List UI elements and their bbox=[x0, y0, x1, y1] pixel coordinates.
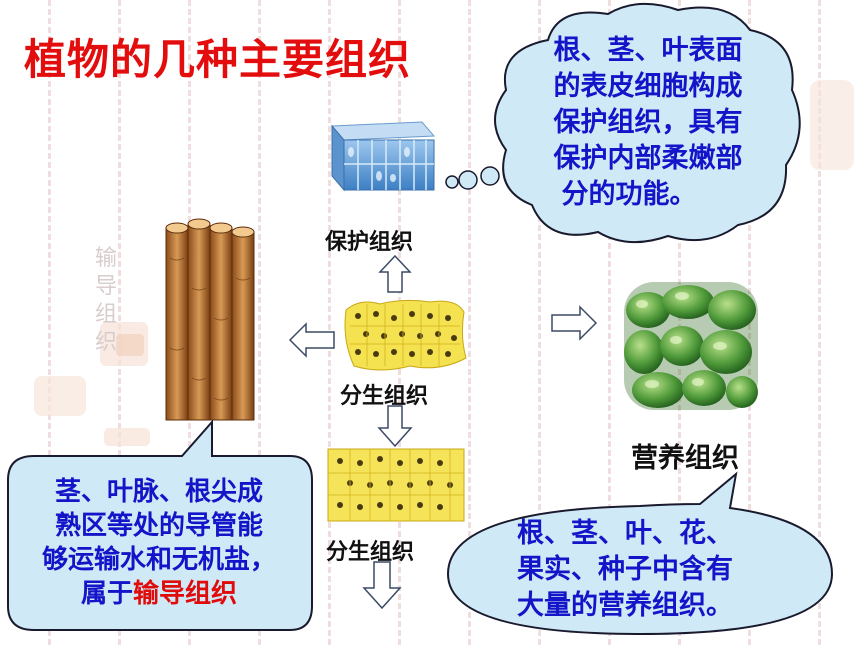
bubble-line: 大量的营养组织。 bbox=[517, 590, 733, 621]
faint-char: 组 bbox=[94, 302, 117, 327]
thought-dots-icon bbox=[445, 166, 500, 190]
arrow-down-icon bbox=[362, 561, 402, 610]
paper-line bbox=[818, 0, 821, 645]
protective-info-bubble: 根、茎、叶表面 的表皮细胞构成 保护组织，具有 保护内部柔嫩部 分的功能。 bbox=[488, 0, 808, 245]
meristem-tissue-image-bottom bbox=[327, 448, 465, 522]
protective-tissue-label: 保护组织 bbox=[325, 230, 414, 255]
faded-stamp-icon bbox=[810, 80, 854, 170]
faint-char: 输 bbox=[94, 246, 117, 271]
bubble-line-prefix: 属于 bbox=[80, 578, 133, 609]
paper-line bbox=[678, 0, 681, 645]
faded-stamp-icon bbox=[100, 322, 148, 366]
faint-char: 导 bbox=[94, 274, 117, 299]
bubble-line: 属于输导组织 bbox=[42, 577, 276, 611]
faint-char: 织 bbox=[94, 330, 117, 355]
protective-tissue-image bbox=[330, 121, 436, 192]
faded-stamp-icon bbox=[34, 376, 86, 416]
speech-bubble-shape-icon bbox=[446, 471, 834, 636]
bubble-line: 根、茎、叶、花、 bbox=[517, 518, 733, 549]
arrow-up-icon bbox=[378, 254, 412, 293]
paper-line bbox=[48, 0, 51, 645]
bubble-line: 分的功能。 bbox=[561, 178, 697, 210]
faded-stamp-icon bbox=[104, 428, 150, 446]
arrow-left-icon bbox=[288, 322, 335, 358]
page-title: 植物的几种主要组织 bbox=[24, 35, 412, 84]
nutrient-tissue-image bbox=[624, 282, 758, 410]
conductive-info-text: 茎、叶脉、根尖成 熟区等处的导管能 够运输水和无机盐， 属于输导组织 bbox=[42, 475, 276, 611]
arrow-right-icon bbox=[551, 305, 598, 341]
bubble-line: 根、茎、叶表面 bbox=[553, 34, 743, 66]
bubble-line: 茎、叶脉、根尖成 bbox=[54, 476, 263, 507]
bubble-line: 熟区等处的导管能 bbox=[54, 510, 263, 541]
conductive-info-bubble: 茎、叶脉、根尖成 熟区等处的导管能 够运输水和无机盐， 属于输导组织 bbox=[0, 419, 318, 635]
conductive-tissue-image bbox=[165, 218, 255, 421]
bubble-line: 果实、种子中含有 bbox=[517, 554, 733, 585]
nutrient-tissue-label: 营养组织 bbox=[631, 443, 739, 474]
cloud-shape-icon bbox=[494, 2, 801, 244]
arrow-down-icon bbox=[377, 405, 413, 448]
nutrient-info-bubble: 根、茎、叶、花、 果实、种子中含有 大量的营养组织。 bbox=[440, 470, 840, 640]
paper-line bbox=[608, 0, 611, 645]
conductive-tissue-highlight: 输导组织 bbox=[132, 578, 237, 609]
meristem-tissue-image-top bbox=[344, 299, 467, 371]
bubble-line: 够运输水和无机盐， bbox=[41, 544, 276, 575]
nutrient-info-text: 根、茎、叶、花、 果实、种子中含有 大量的营养组织。 bbox=[517, 516, 733, 624]
faint-vertical-label: 输 导 组 织 bbox=[93, 245, 119, 357]
bubble-line: 保护组织，具有 bbox=[553, 106, 743, 138]
paper-line bbox=[538, 0, 541, 645]
protective-info-text: 根、茎、叶表面 的表皮细胞构成 保护组织，具有 保护内部柔嫩部 分的功能。 bbox=[554, 33, 743, 213]
meristem-tissue-label-bottom: 分生组织 bbox=[326, 540, 415, 565]
paper-line bbox=[258, 0, 261, 645]
speech-bubble-shape-icon bbox=[7, 419, 313, 631]
bubble-line: 的表皮细胞构成 bbox=[553, 70, 743, 102]
paper-line bbox=[328, 0, 331, 645]
paper-line bbox=[468, 0, 471, 645]
meristem-tissue-label-top: 分生组织 bbox=[340, 384, 429, 409]
bubble-line: 保护内部柔嫩部 bbox=[553, 142, 743, 174]
